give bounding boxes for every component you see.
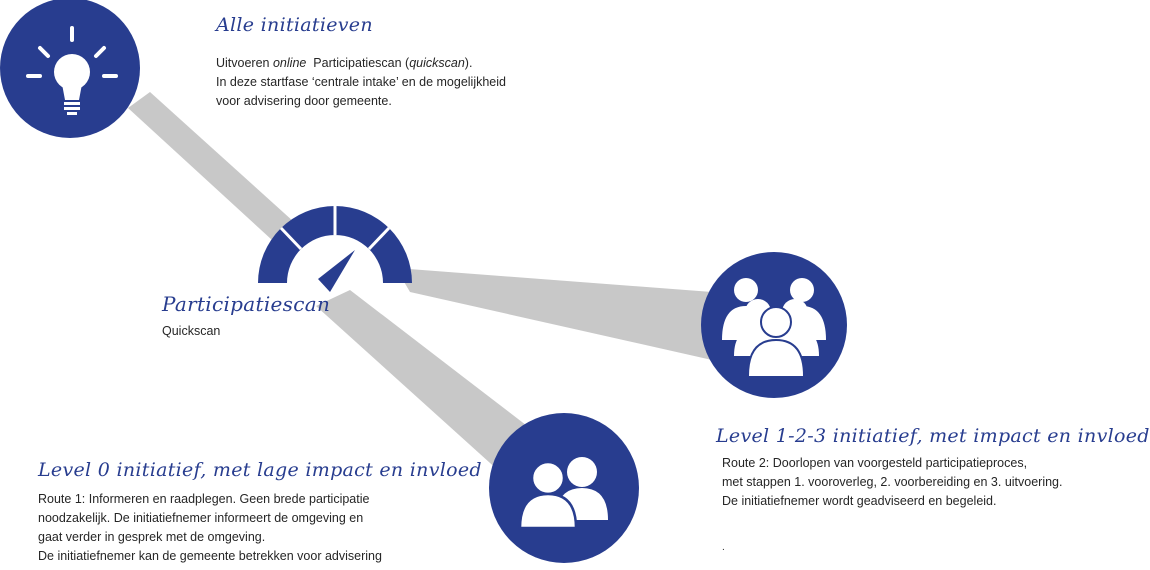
level-123-title: Level 1-2-3 initiatief, met impact en in… [716,425,1150,447]
level-0-line-2: noodzakelijk. De initiatiefnemer informe… [38,511,364,525]
level-0-line-1: Route 1: Informeren en raadplegen. Geen … [38,492,370,506]
group-people-icon [701,252,847,398]
level-123-line-2: met stappen 1. vooroverleg, 2. voorberei… [722,475,1063,489]
level-0-description: Route 1: Informeren en raadplegen. Geen … [38,490,382,566]
gauge-icon [258,206,412,292]
level-123-description: Route 2: Doorlopen van voorgesteld parti… [722,454,1063,511]
text-fragment: Uitvoeren [216,56,273,70]
text-fragment-online: online [272,56,307,70]
stray-dot: . [722,542,725,553]
participation-scan-subtitle: Quickscan [162,324,221,338]
all-initiatives-description: Uitvoeren online Participatiescan (quick… [216,54,506,111]
all-initiatives-title: Alle initiatieven [216,14,373,36]
text-fragment-quickscan: quickscan [409,56,465,70]
all-initiatives-line-2: In deze startfase ‘centrale intake’ en d… [216,75,506,89]
text-fragment: ). [464,56,473,70]
level-123-line-1: Route 2: Doorlopen van voorgesteld parti… [722,456,1028,470]
participation-scan-title: Participatiescan [162,292,331,316]
level-0-line-4: De initiatiefnemer kan de gemeente betre… [38,549,382,563]
level-123-line-3: De initiatiefnemer wordt geadviseerd en … [722,494,997,508]
all-initiatives-line-3: voor advisering door gemeente. [216,94,392,108]
level-0-title: Level 0 initiatief, met lage impact en i… [38,459,482,481]
lightbulb-icon [0,0,140,138]
all-initiatives-line-1: Uitvoeren online Participatiescan (quick… [216,54,506,73]
two-people-icon [489,413,639,563]
level-0-line-3: gaat verder in gesprek met de omgeving. [38,530,266,544]
connector-gauge-to-group [396,268,712,360]
connector-bulb-to-gauge [128,92,294,240]
connector-gauge-to-level0 [316,290,548,472]
text-fragment: Participatiescan ( [306,56,410,70]
